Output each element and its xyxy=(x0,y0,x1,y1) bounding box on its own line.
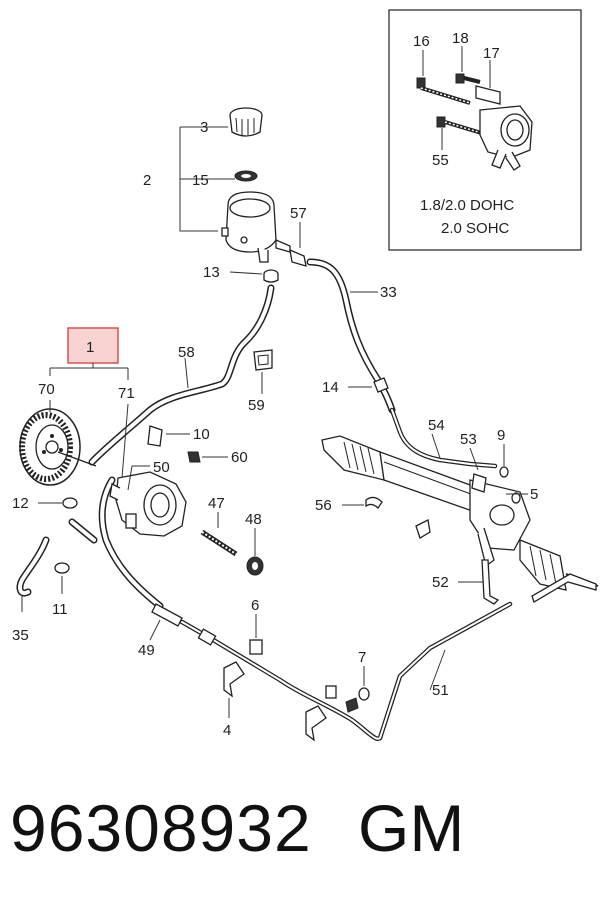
callout-7: 7 xyxy=(358,649,366,666)
short-hose-35: 35 xyxy=(12,518,98,644)
power-steering-exploded-diagram: 16 18 17 55 1.8/2.0 DOHC 2.0 SOHC xyxy=(12,9,599,742)
callout-9: 9 xyxy=(497,427,505,444)
bracket-59: 59 xyxy=(248,349,273,414)
return-pipe-54: 54 xyxy=(389,407,498,469)
callout-18: 18 xyxy=(452,30,469,47)
callout-56: 56 xyxy=(315,497,332,514)
stud-47: 47 xyxy=(200,495,238,557)
callout-2: 2 xyxy=(143,172,151,189)
brand-name: GM xyxy=(358,791,465,865)
callout-14: 14 xyxy=(322,379,339,396)
bracket-10: 10 xyxy=(147,425,210,447)
callout-15: 15 xyxy=(192,172,209,189)
nut-48: 48 xyxy=(245,511,264,576)
sleeve-6: 6 xyxy=(249,597,263,655)
hose-clamp-13: 13 xyxy=(203,264,279,283)
callout-1: 1 xyxy=(86,339,94,356)
callout-33: 33 xyxy=(380,284,397,301)
callout-71: 71 xyxy=(118,385,135,402)
pressure-hose-49: 49 xyxy=(98,476,183,659)
callout-10: 10 xyxy=(193,426,210,443)
seal-ring-15 xyxy=(234,170,258,182)
callout-59: 59 xyxy=(248,397,265,414)
pressure-pipe-51: 51 xyxy=(179,601,513,741)
inset-panel: 16 18 17 55 1.8/2.0 DOHC 2.0 SOHC xyxy=(388,9,582,251)
callout-60: 60 xyxy=(231,449,248,466)
part-1-highlight xyxy=(67,327,119,364)
reservoir-tank xyxy=(221,191,291,263)
callout-54: 54 xyxy=(428,417,445,434)
bolt-18 xyxy=(455,73,481,84)
bolt-16 xyxy=(416,77,471,105)
bracket-52: 52 xyxy=(432,559,500,605)
callout-5: 5 xyxy=(530,486,538,503)
seal-5: 5 xyxy=(506,486,538,504)
clip-4: 4 xyxy=(223,661,245,739)
callout-58: 58 xyxy=(178,344,195,361)
callout-3: 3 xyxy=(200,119,208,136)
callout-49: 49 xyxy=(138,642,155,659)
callout-57: 57 xyxy=(290,205,307,222)
clip-lower xyxy=(305,705,327,742)
reservoir-group: 2 3 15 xyxy=(143,107,291,263)
sleeve-7: 7 xyxy=(325,649,370,713)
return-hose-33: 33 xyxy=(306,258,397,414)
seal-9: 9 xyxy=(497,427,509,478)
bracket-17 xyxy=(475,85,501,105)
callout-50: 50 xyxy=(153,459,170,476)
fitting-53: 53 xyxy=(460,431,487,493)
callout-53: 53 xyxy=(460,431,477,448)
clamp-11: 11 xyxy=(52,562,70,618)
callout-52: 52 xyxy=(432,574,449,591)
callout-4: 4 xyxy=(223,722,231,739)
pump-pulley xyxy=(19,408,97,486)
inset-engine-note-2: 2.0 SOHC xyxy=(441,220,510,237)
callout-6: 6 xyxy=(251,597,259,614)
hose-clamp-14: 14 xyxy=(322,377,389,396)
clip-56: 56 xyxy=(315,496,383,514)
callout-12: 12 xyxy=(12,495,29,512)
callout-17: 17 xyxy=(483,45,500,62)
bolt-60: 60 xyxy=(187,449,248,466)
clamp-12: 12 xyxy=(12,495,78,512)
part-number: 96308932 xyxy=(10,791,312,865)
inset-engine-note-1: 1.8/2.0 DOHC xyxy=(420,197,514,214)
callout-47: 47 xyxy=(208,495,225,512)
callout-13: 13 xyxy=(203,264,220,281)
inset-pump-body xyxy=(479,105,533,171)
callout-16: 16 xyxy=(413,33,430,50)
callout-70: 70 xyxy=(38,381,55,398)
callout-48: 48 xyxy=(245,511,262,528)
fitting-57: 57 xyxy=(289,205,307,267)
reservoir-cap-3 xyxy=(229,107,263,137)
callout-55: 55 xyxy=(432,152,449,169)
pump-body: 50 xyxy=(109,459,187,537)
suction-hose-58: 58 xyxy=(88,284,275,466)
callout-51: 51 xyxy=(432,682,449,699)
callout-11: 11 xyxy=(52,601,68,618)
part-1-assembly-label: 1 70 71 xyxy=(38,327,135,479)
callout-35: 35 xyxy=(12,627,29,644)
pipe-fitting xyxy=(197,628,217,646)
